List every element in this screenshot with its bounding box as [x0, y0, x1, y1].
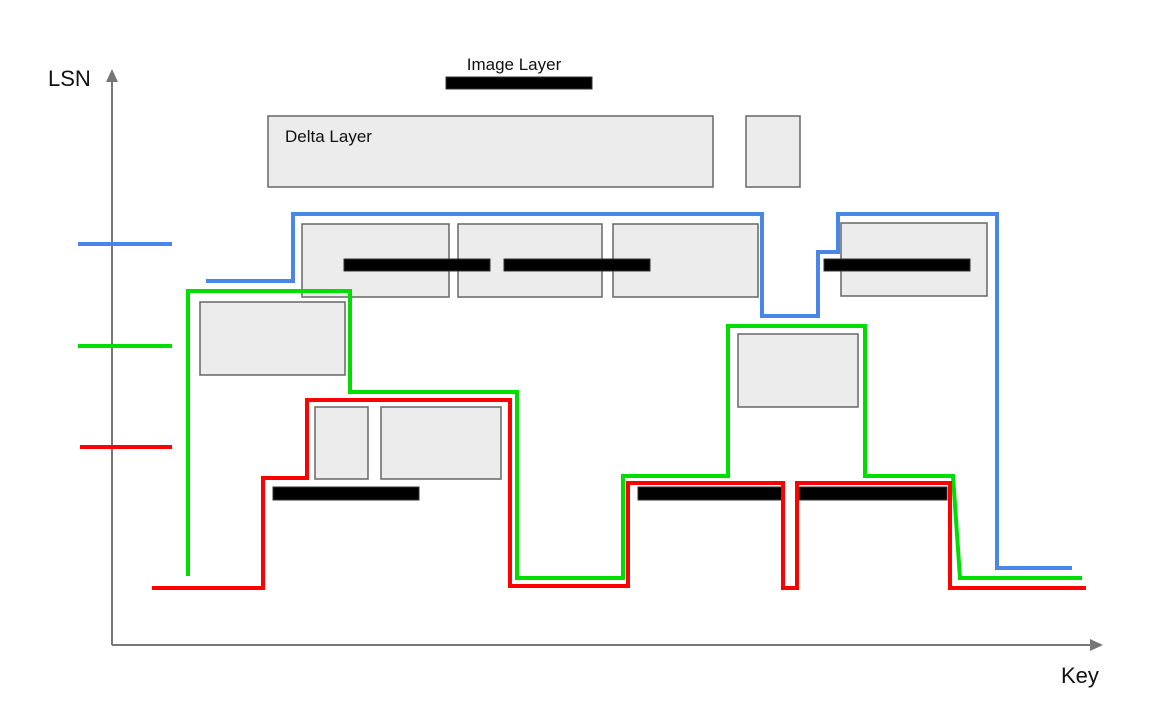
delta-layer-legend-box [267, 115, 714, 188]
image-layer-6 [797, 486, 948, 501]
branch-lines-group [152, 212, 1086, 590]
image-layer-3 [823, 258, 971, 272]
delta-layer-8 [380, 406, 502, 480]
branch-line-red [152, 398, 1086, 590]
image-layer-2 [503, 258, 651, 272]
branch-line-green [186, 289, 1082, 580]
delta-layers-group [199, 115, 988, 480]
delta-layer-7 [314, 406, 369, 480]
image-layers-group [272, 76, 971, 501]
image-layer-legend-label: Image Layer [467, 55, 562, 74]
delta-layer-legend-box-small [745, 115, 801, 188]
image-layer-4 [272, 486, 420, 501]
lsn-axis-label: LSN [48, 66, 91, 91]
delta-layer-6 [737, 333, 859, 408]
key-axis-label: Key [1061, 663, 1099, 688]
lsn-ticks-group [78, 242, 172, 449]
branch-line-blue [206, 212, 1072, 570]
axes-group [106, 69, 1103, 651]
y-axis-arrowhead-icon [106, 69, 118, 82]
delta-layer-5 [199, 301, 346, 376]
delta-layer-legend-label: Delta Layer [285, 127, 372, 146]
image-layer-legend-bar [445, 76, 593, 90]
x-axis-arrowhead-icon [1090, 639, 1103, 651]
image-layer-1 [343, 258, 491, 272]
image-layer-5 [637, 486, 783, 501]
